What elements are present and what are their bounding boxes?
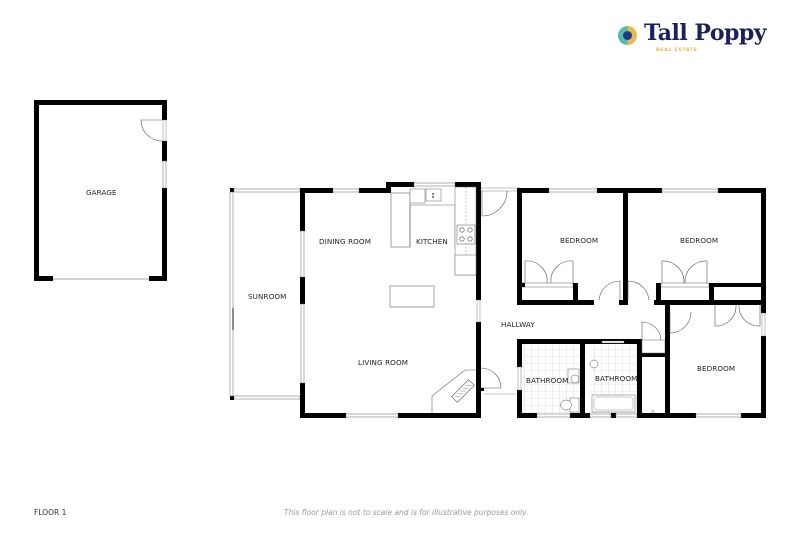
brand-subtitle: REAL ESTATE [656, 48, 698, 53]
bedroom-3 [665, 304, 766, 418]
logo-mark-icon [618, 26, 637, 45]
room-label-garage: GARAGE [86, 188, 117, 197]
garage [34, 100, 167, 281]
room-label-hallway: HALLWAY [501, 320, 535, 329]
room-label-living-room: LIVING ROOM [358, 358, 408, 367]
room-label-kitchen: KITCHEN [416, 237, 448, 246]
room-label-sunroom: SUNROOM [248, 292, 286, 301]
hallway [480, 187, 521, 395]
bathrooms [517, 321, 670, 418]
room-label-bedroom-3: BEDROOM [697, 364, 735, 373]
room-label-bathroom-1: BATHROOM [526, 376, 568, 385]
sunroom [229, 188, 301, 400]
floor-label: FLOOR 1 [34, 508, 67, 517]
room-label-bedroom-2: BEDROOM [680, 236, 718, 245]
room-label-bathroom-2: BATHROOM [595, 374, 637, 383]
brand-name: Tall Poppy [644, 20, 767, 46]
bedrooms-top [517, 188, 766, 305]
disclaimer-text: This floor plan is not to scale and is f… [284, 508, 529, 517]
living-block [300, 182, 481, 418]
room-label-bedroom-1: BEDROOM [560, 236, 598, 245]
room-label-dining-room: DINING ROOM [319, 237, 371, 246]
